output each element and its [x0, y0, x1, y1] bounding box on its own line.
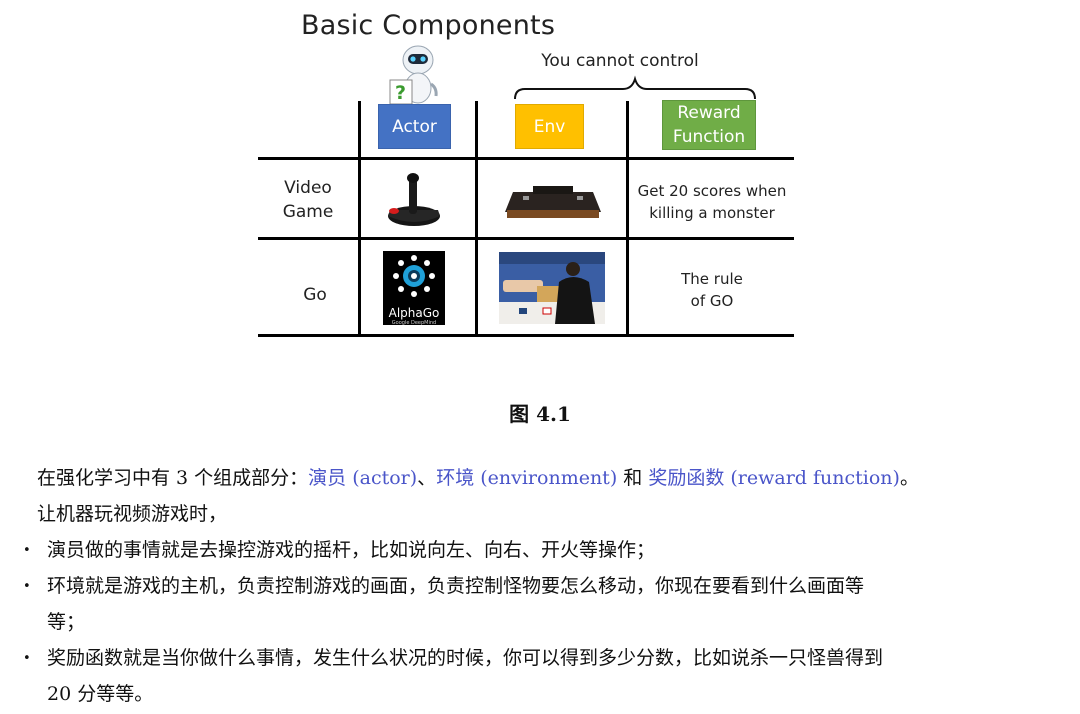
row-label-go: Go [303, 285, 327, 305]
grid-hline-3 [258, 334, 794, 337]
bullet-reward-line2: 20 分等等。 [47, 683, 154, 705]
alphago-logo: AlphaGo Google DeepMind [383, 251, 445, 326]
reward-header-box: Reward Function [662, 100, 756, 150]
intro-and: 和 [617, 467, 649, 489]
env-header-label: Env [533, 116, 566, 137]
robot-icon [389, 45, 438, 105]
alphago-logo-text: AlphaGo [388, 306, 440, 320]
bullet-marker-3: • [23, 651, 31, 666]
environment-link[interactable]: 环境 (environment) [436, 467, 618, 489]
bullet-reward-line1: 奖励函数就是当你做什么事情，发生什么状况的时候，你可以得到多少分数，比如说杀一只… [47, 647, 884, 669]
reward-function-link[interactable]: 奖励函数 (reward function) [648, 467, 900, 489]
reward-cell-go-line2: of GO [690, 292, 734, 310]
actor-header-label: Actor [392, 116, 437, 137]
go-match-photo [499, 252, 605, 324]
intro-paragraph: 在强化学习中有 3 个组成部分：演员 (actor)、环境 (environme… [37, 460, 919, 496]
bullet-marker-2: • [23, 579, 31, 594]
game-console-icon [505, 186, 601, 218]
figure-title: Basic Components [301, 10, 556, 41]
intro-text: 在强化学习中有 3 个组成部分： [37, 467, 309, 489]
intro-end: 。 [899, 467, 919, 489]
reward-header-label-line1: Reward [677, 103, 741, 123]
grid-hline-1 [258, 157, 794, 160]
intro-separator: 、 [417, 467, 437, 489]
actor-link[interactable]: 演员 (actor) [308, 467, 418, 489]
bullet-environment-line1: 环境就是游戏的主机，负责控制游戏的画面，负责控制怪物要怎么移动，你现在要看到什么… [47, 575, 865, 597]
reward-cell-go-line1: The rule [681, 270, 743, 288]
figure-caption: 图 4.1 [509, 402, 571, 426]
brace-label: You cannot control [541, 51, 699, 71]
reward-cell-video-game-line2: killing a monster [649, 204, 775, 222]
env-header-box: Env [515, 104, 584, 149]
grid-vline-3 [626, 101, 629, 336]
robot-question-mark: ? [395, 82, 407, 104]
video-game-paragraph: 让机器玩视频游戏时， [37, 503, 228, 525]
grid-vline-2 [475, 101, 478, 336]
row-label-game: Game [282, 202, 334, 222]
reward-cell-go: The rule of GO [630, 268, 794, 312]
actor-header-box: Actor [378, 104, 451, 149]
go-match-photo-image [499, 252, 605, 324]
bullet-environment-line2: 等； [47, 611, 86, 633]
alphago-emblem-icon [393, 255, 435, 297]
curly-brace-icon [514, 75, 756, 100]
row-label-video-game: Video Game [260, 176, 356, 224]
reward-header-label-line2: Function [672, 127, 746, 147]
row-label-video: Video [284, 178, 332, 198]
alphago-logo-subtext: Google DeepMind [391, 320, 437, 326]
reward-cell-video-game: Get 20 scores when killing a monster [630, 180, 794, 224]
grid-hline-2 [258, 237, 794, 240]
reward-cell-video-game-line1: Get 20 scores when [637, 182, 787, 200]
grid-vline-1 [358, 101, 361, 336]
bullet-actor: 演员做的事情就是去操控游戏的摇杆，比如说向左、向右、开火等操作； [47, 539, 656, 561]
bullet-marker-1: • [23, 543, 31, 558]
joystick-icon [388, 173, 440, 226]
